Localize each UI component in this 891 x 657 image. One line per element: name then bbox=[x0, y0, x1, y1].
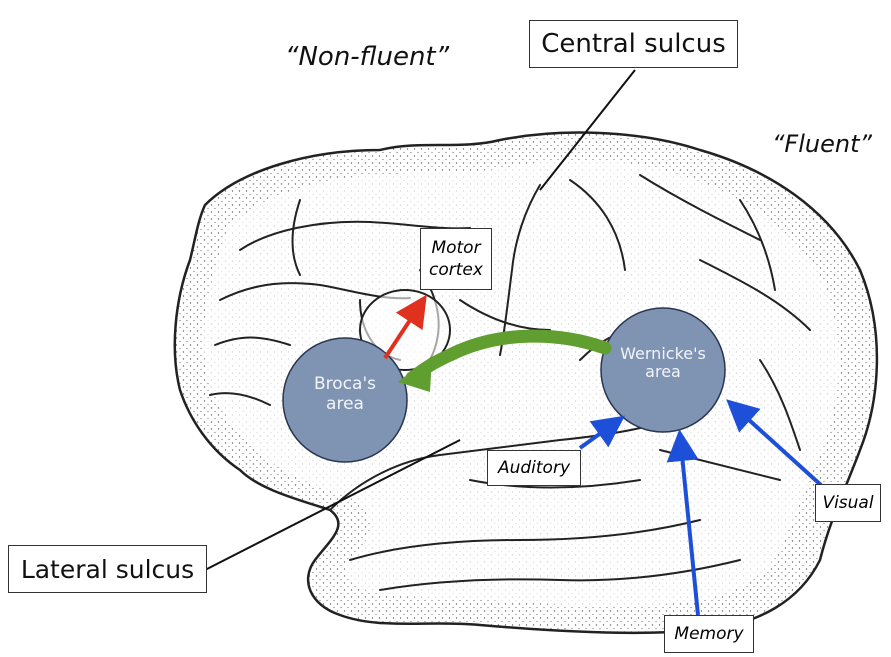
central-sulcus-label: Central sulcus bbox=[541, 29, 726, 59]
auditory-box: Auditory bbox=[487, 450, 581, 486]
auditory-label: Auditory bbox=[498, 458, 570, 478]
central-sulcus-box: Central sulcus bbox=[529, 20, 738, 68]
fluent-label: “Fluent” bbox=[772, 130, 872, 158]
wernickes-area-label: Wernicke's area bbox=[610, 345, 716, 382]
wernickes-area-line2: area bbox=[610, 363, 716, 381]
lateral-sulcus-box: Lateral sulcus bbox=[8, 545, 207, 593]
memory-label: Memory bbox=[674, 624, 743, 644]
motor-cortex-box: Motor cortex bbox=[420, 228, 492, 290]
memory-box: Memory bbox=[664, 615, 754, 653]
motor-cortex-label-line1: Motor bbox=[431, 237, 480, 259]
wernickes-area-line1: Wernicke's bbox=[610, 345, 716, 363]
non-fluent-label: “Non-fluent” bbox=[285, 42, 449, 72]
visual-label: Visual bbox=[822, 493, 873, 513]
motor-cortex-label-line2: cortex bbox=[429, 259, 483, 281]
brocas-area-label: Broca's area bbox=[300, 375, 390, 414]
lateral-sulcus-label: Lateral sulcus bbox=[21, 555, 194, 584]
brocas-area-line2: area bbox=[300, 395, 390, 415]
visual-box: Visual bbox=[815, 484, 881, 522]
brocas-area-line1: Broca's bbox=[300, 375, 390, 395]
brain-illustration bbox=[175, 133, 877, 633]
